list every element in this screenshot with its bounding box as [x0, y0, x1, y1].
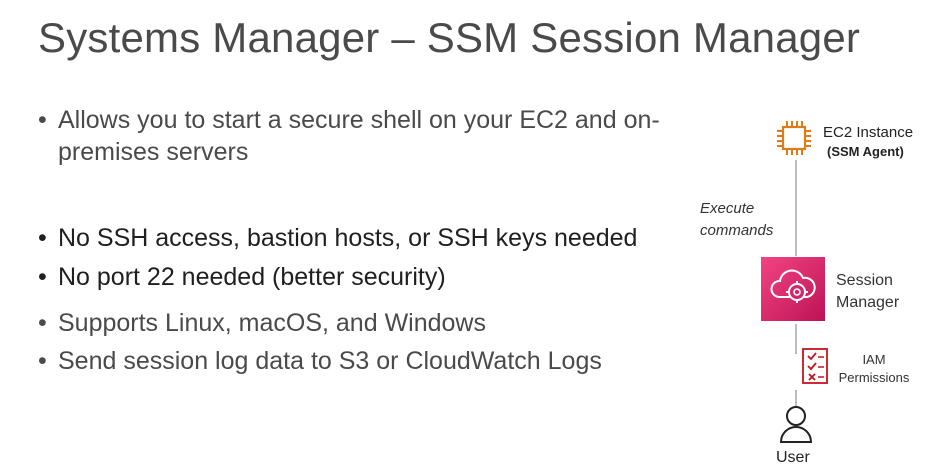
bullet-item: • No port 22 needed (better security) — [38, 261, 446, 293]
edge-label-line: Execute — [700, 200, 755, 217]
session-manager-icon — [761, 257, 825, 321]
bullet-text: No port 22 needed (better security) — [58, 263, 446, 291]
connector-line — [795, 324, 797, 354]
bullet-item: • Supports Linux, macOS, and Windows — [38, 307, 486, 339]
label-line: Manager — [836, 294, 900, 311]
bullet-marker: • — [38, 224, 47, 252]
bullet-text: Allows you to start a secure shell on yo… — [58, 106, 660, 166]
bullet-marker: • — [38, 106, 47, 134]
ec2-chip-icon — [777, 121, 811, 155]
bullet-marker: • — [38, 309, 47, 337]
user-label: User — [776, 449, 810, 466]
label-line: Session — [836, 272, 893, 289]
cloud-gear-icon — [770, 269, 816, 303]
bullet-item: • No SSH access, bastion hosts, or SSH k… — [38, 222, 637, 254]
user-icon — [779, 406, 813, 443]
architecture-diagram: EC2 Instance (SSM Agent) Execute command… — [690, 100, 940, 474]
slide-title: Systems Manager – SSM Session Manager — [38, 14, 861, 61]
label-line: Permissions — [838, 370, 910, 385]
connector-line — [795, 390, 797, 408]
label-line: IAM — [862, 352, 886, 367]
edge-label-line: commands — [700, 222, 774, 239]
bullet-item: • Allows you to start a secure shell on … — [38, 104, 678, 168]
bullet-marker: • — [38, 347, 47, 375]
bullet-marker: • — [38, 263, 47, 291]
bullet-text: No SSH access, bastion hosts, or SSH key… — [58, 224, 638, 252]
iam-permissions-label: IAM Permissions — [834, 351, 914, 387]
checklist-icon — [802, 348, 828, 384]
bullet-text: Supports Linux, macOS, and Windows — [58, 309, 486, 337]
bullet-text: Send session log data to S3 or CloudWatc… — [58, 347, 602, 375]
connector-line — [795, 160, 797, 256]
ec2-label: EC2 Instance — [823, 124, 914, 141]
session-manager-label: Session Manager — [836, 270, 899, 314]
ec2-sublabel: (SSM Agent) — [827, 144, 904, 159]
bullet-item: • Send session log data to S3 or CloudWa… — [38, 345, 602, 377]
execute-commands-label: Execute commands — [700, 198, 773, 242]
